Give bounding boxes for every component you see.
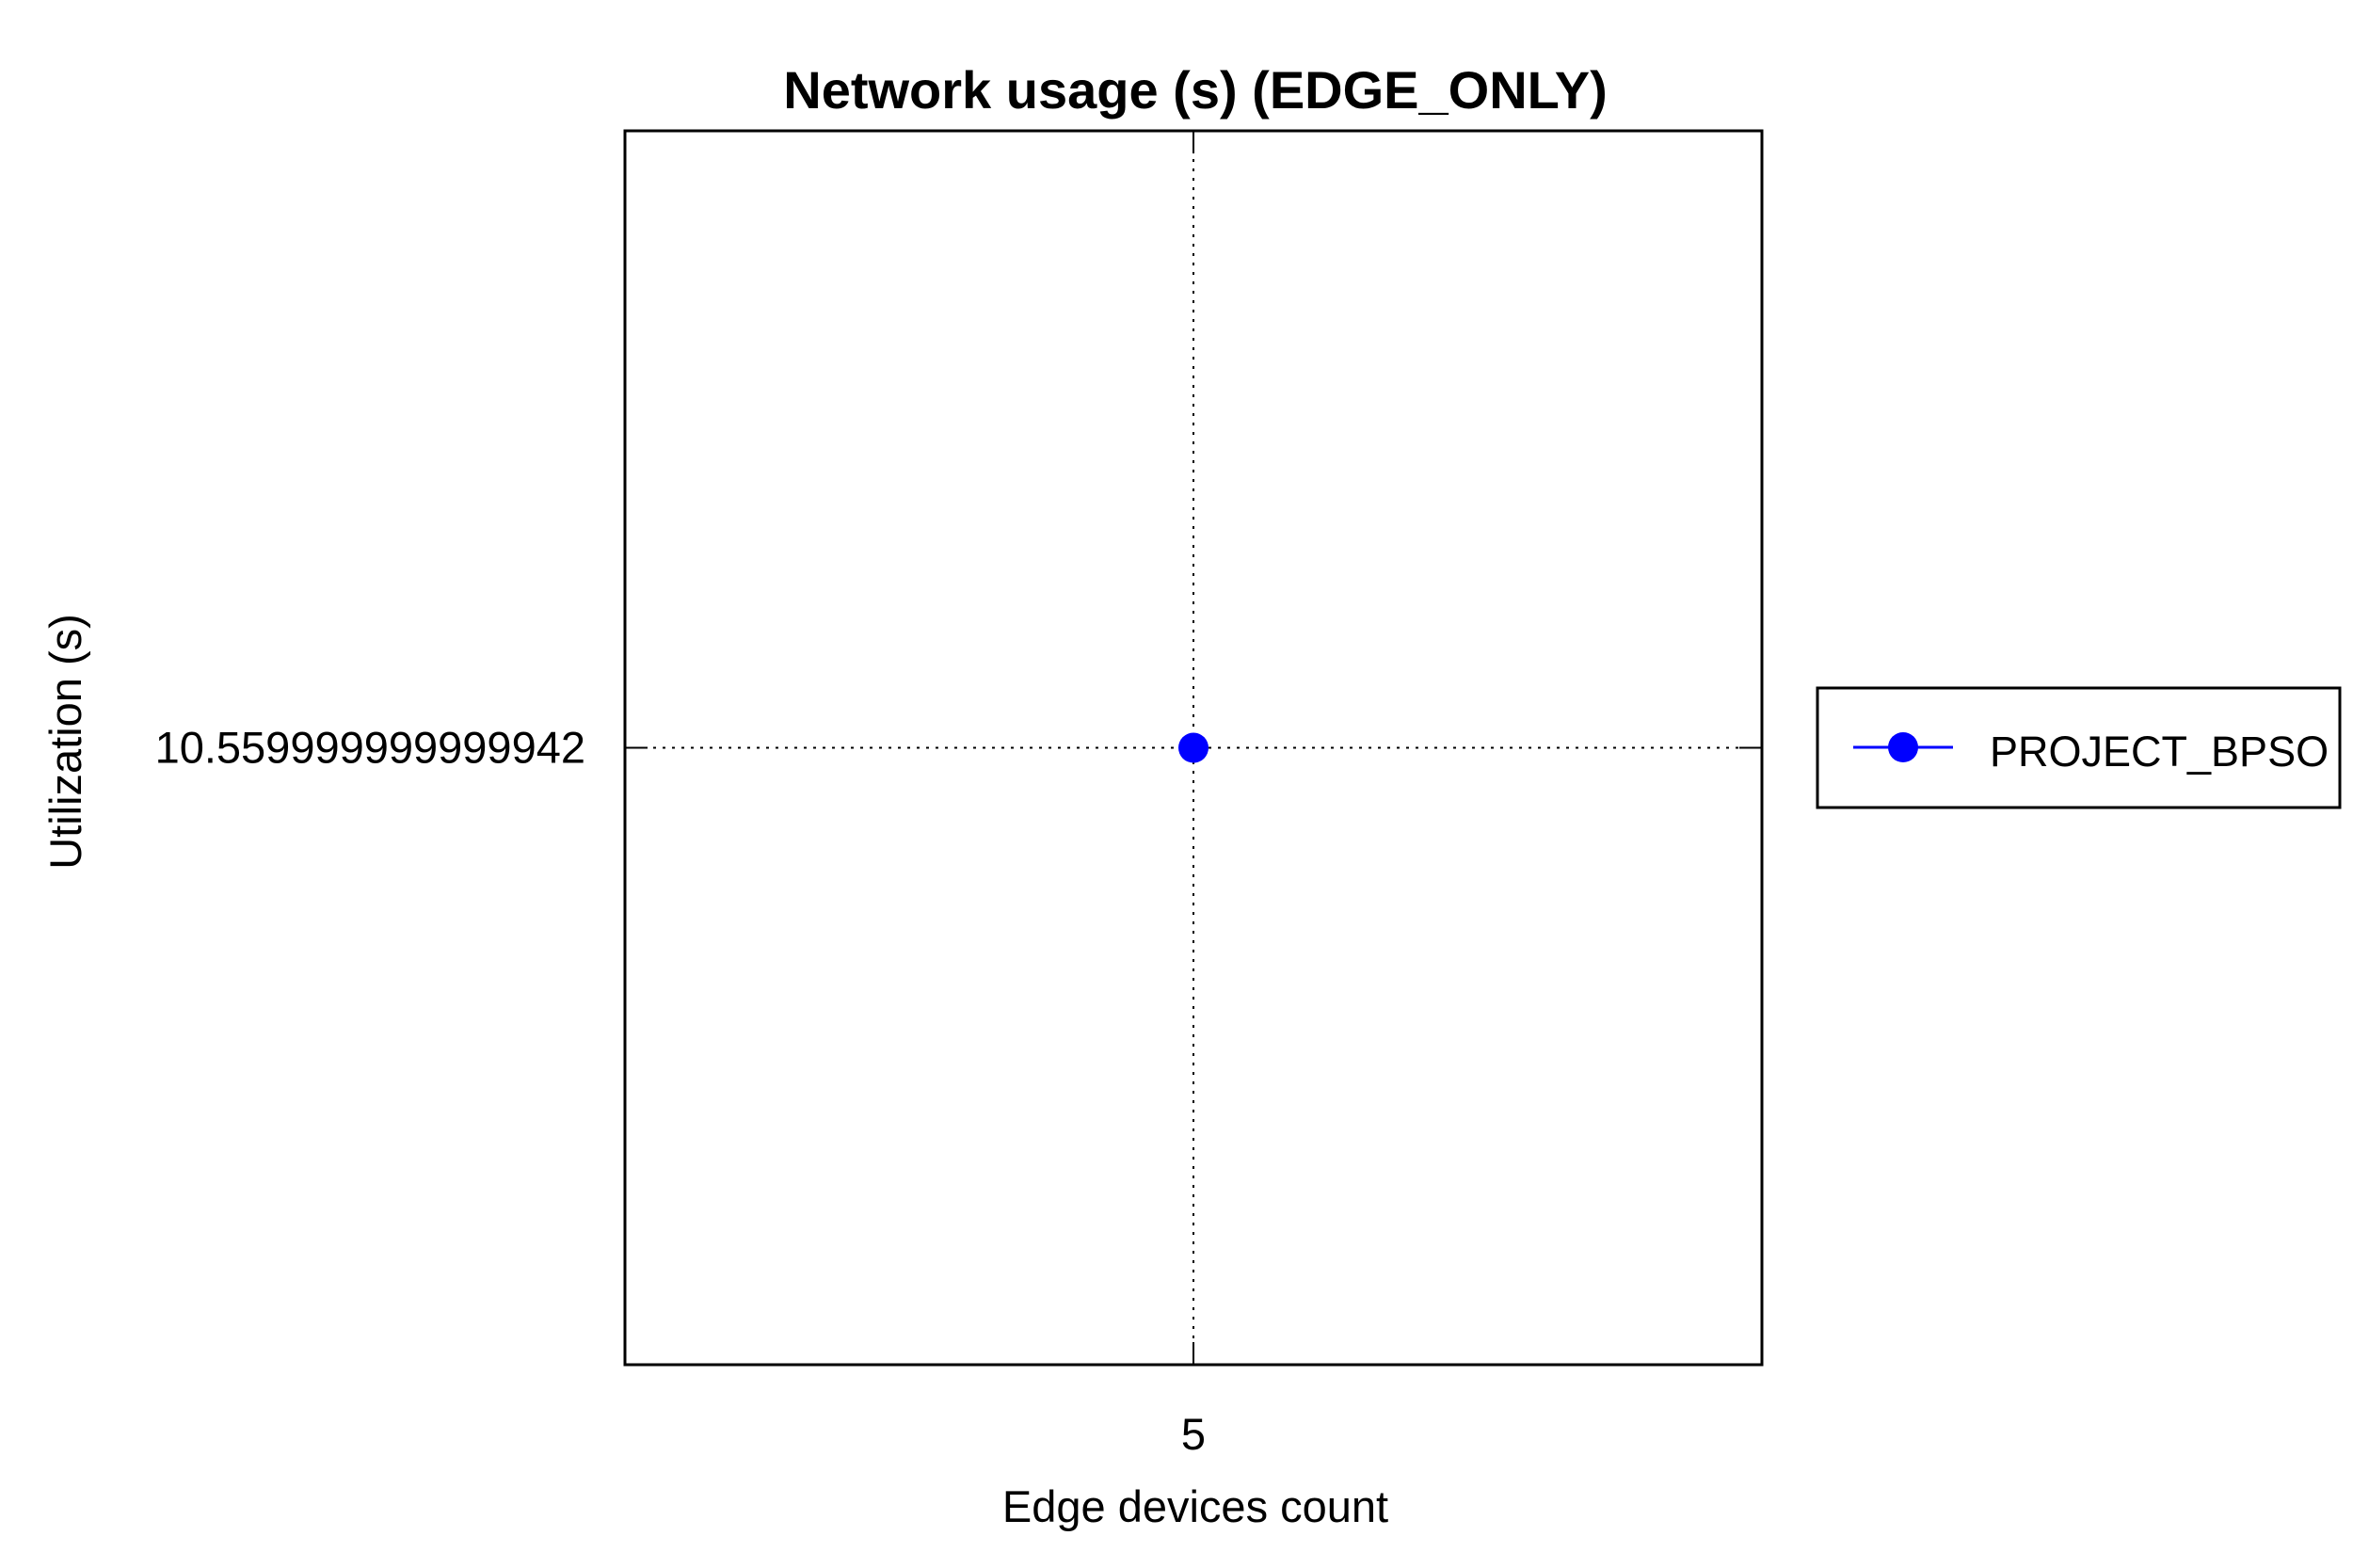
- x-tick-label: 5: [1181, 1409, 1206, 1459]
- axis-ticks: [625, 131, 1762, 1365]
- data-point: [1178, 732, 1209, 763]
- x-axis-label: Edge devices count: [1002, 1481, 1388, 1531]
- series-layer: [1178, 732, 1209, 763]
- y-tick-label: 10.559999999999942: [155, 723, 585, 773]
- grid-lines: [625, 131, 1762, 1365]
- legend-entry-label: PROJECT_BPSO: [1990, 728, 2329, 776]
- chart-title: Network usage (s) (EDGE_ONLY): [783, 60, 1607, 120]
- y-axis-label: Utilization (s): [40, 614, 90, 870]
- legend: PROJECT_BPSO: [1816, 686, 2342, 809]
- legend-marker-sample: [1888, 732, 1918, 762]
